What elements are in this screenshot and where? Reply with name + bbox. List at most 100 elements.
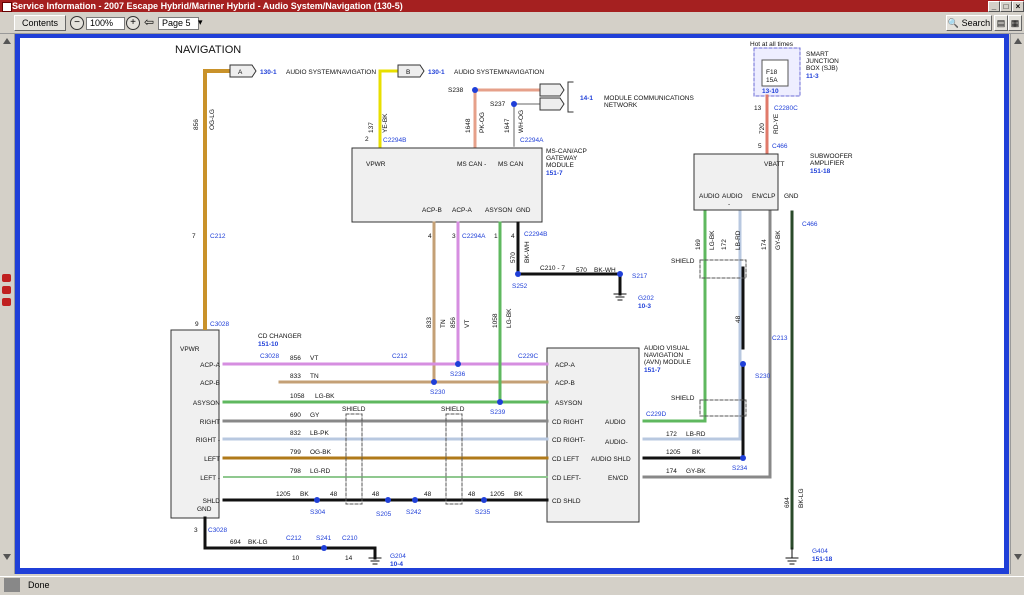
wire-570-bkwh bbox=[516, 221, 622, 296]
tools-icon[interactable]: ▦ bbox=[1008, 15, 1022, 31]
sub-label-1: SUBWOOFER bbox=[810, 153, 853, 160]
s238-label: S238 bbox=[448, 87, 464, 94]
search-label: Search bbox=[961, 18, 991, 28]
wiring-diagram: NAVIGATION A 130-1 AUDIO SYSTEM/NAVIGATI… bbox=[20, 38, 1004, 568]
page-dropdown-icon[interactable]: ▾ bbox=[198, 17, 203, 27]
shield-label-2: SHIELD bbox=[441, 406, 465, 413]
wire-lbrd2-color: LB-RD bbox=[735, 230, 742, 250]
s304-label: S304 bbox=[310, 509, 326, 516]
toolbar: Contents − 100% + ⇦ Page 5 ▾ 🔍 Search ▤ … bbox=[0, 12, 1024, 34]
conn-a-ref: 130-1 bbox=[260, 69, 277, 76]
wire-856-num: 856 bbox=[193, 119, 200, 130]
wire-720-num: 720 bbox=[759, 123, 766, 134]
c210-label: C210 - 7 bbox=[540, 265, 565, 272]
wire-gybk-color: GY-BK bbox=[686, 468, 706, 475]
c2294b-top: C2294B bbox=[383, 137, 407, 144]
right-scrollbar[interactable] bbox=[1010, 34, 1024, 574]
cd-asyson: ASYSON bbox=[193, 400, 220, 407]
wire-856b-num: 856 bbox=[450, 317, 457, 328]
gateway-module-box bbox=[351, 147, 543, 223]
avn-name-1: AUDIO VISUAL bbox=[644, 345, 690, 352]
avn-cdleft: CD LEFT bbox=[552, 456, 579, 463]
sub-ref: 151-18 bbox=[810, 168, 831, 175]
row-1205: 1205 bbox=[276, 491, 291, 498]
nav-marker-icon[interactable] bbox=[2, 298, 11, 306]
scroll-down-icon[interactable] bbox=[3, 554, 11, 560]
wire-172-num: 172 bbox=[666, 431, 677, 438]
wire-174-num: 174 bbox=[666, 468, 677, 475]
gw-pin-3: 3 bbox=[452, 233, 456, 240]
back-arrow-icon[interactable]: ⇦ bbox=[144, 15, 155, 29]
row-48: 48 bbox=[330, 491, 338, 498]
scroll-down-icon[interactable] bbox=[1014, 554, 1022, 560]
s230-label: S230 bbox=[430, 389, 446, 396]
wire-lbrd-color: LB-RD bbox=[686, 431, 706, 438]
splice-s304 bbox=[314, 497, 320, 503]
window-title: Service Information - 2007 Escape Hybrid… bbox=[12, 1, 403, 11]
gw-mscan: MS CAN bbox=[498, 161, 524, 168]
splice-s242 bbox=[412, 497, 418, 503]
page-select[interactable]: Page 5 bbox=[158, 17, 199, 30]
splice-s217 bbox=[617, 271, 623, 277]
row-lgbk: LG-BK bbox=[315, 393, 335, 400]
g404-ref: 151-18 bbox=[812, 556, 833, 563]
scroll-up-icon[interactable] bbox=[1014, 38, 1022, 44]
wire-lgbk-color: LG-BK bbox=[506, 308, 513, 328]
row-48-d: 48 bbox=[468, 491, 476, 498]
nav-marker-icon[interactable] bbox=[2, 274, 11, 282]
contents-button[interactable]: Contents bbox=[14, 15, 66, 31]
wire-169-lgbk bbox=[642, 210, 707, 423]
app-icon bbox=[2, 2, 12, 12]
c213-label: C213 bbox=[772, 335, 788, 342]
row-lbpk: LB-PK bbox=[310, 430, 329, 437]
sjb-label-3: BOX (SJB) bbox=[806, 65, 838, 72]
wire-694-bklg-cd bbox=[203, 516, 377, 560]
gw-name-1: MS-CAN/ACP bbox=[546, 148, 587, 155]
row-c212: C212 bbox=[392, 353, 408, 360]
avn-cdright-minus: CD RIGHT- bbox=[552, 437, 585, 444]
g204-label: G204 bbox=[390, 553, 406, 560]
wire-570-num: 570 bbox=[510, 252, 517, 263]
avn-cdleft-minus: CD LEFT- bbox=[552, 475, 581, 482]
avn-encd: EN/CD bbox=[608, 475, 629, 482]
mcn-text-2: NETWORK bbox=[604, 102, 638, 109]
zoom-out-icon[interactable]: − bbox=[70, 16, 84, 30]
gw-asyson: ASYSON bbox=[485, 207, 512, 214]
avn-name-3: (AVN) MODULE bbox=[644, 359, 691, 366]
zoom-select[interactable]: 100% bbox=[86, 17, 125, 30]
sub-label-2: AMPLIFIER bbox=[810, 160, 845, 167]
cd-right-minus: RIGHT - bbox=[196, 437, 220, 444]
splice-s239 bbox=[497, 399, 503, 405]
s242-label: S242 bbox=[406, 509, 422, 516]
s241-label: S241 bbox=[316, 535, 332, 542]
row-c3028: C3028 bbox=[260, 353, 280, 360]
wire-1647-whog bbox=[513, 103, 541, 147]
conn-b-ref: 130-1 bbox=[428, 69, 445, 76]
avn-name-2: NAVIGATION bbox=[644, 352, 683, 359]
fuse-label-2: 15A bbox=[766, 77, 778, 84]
nav-marker-icon[interactable] bbox=[2, 286, 11, 294]
wire-rdye-color: RD-YE bbox=[773, 113, 780, 134]
zoom-in-icon[interactable]: + bbox=[126, 16, 140, 30]
minimize-button[interactable]: _ bbox=[988, 1, 1000, 12]
close-button[interactable]: × bbox=[1012, 1, 1024, 12]
scroll-up-icon[interactable] bbox=[3, 38, 11, 44]
wire-694-b: 694 bbox=[230, 539, 241, 546]
wire-lgbk2-color: LG-BK bbox=[709, 230, 716, 250]
wire-pkog-color: PK-OG bbox=[479, 112, 486, 133]
conn-a-text: AUDIO SYSTEM/NAVIGATION bbox=[286, 69, 376, 76]
c229d-label: C229D bbox=[646, 411, 667, 418]
splice-s236 bbox=[455, 361, 461, 367]
wire-833-tn bbox=[278, 221, 436, 384]
maximize-button[interactable]: □ bbox=[1000, 1, 1012, 12]
splice-s241 bbox=[321, 545, 327, 551]
pin-3-bottom: 3 bbox=[194, 527, 198, 534]
gw-c2294a: C2294A bbox=[462, 233, 486, 240]
print-icon[interactable]: ▤ bbox=[994, 15, 1008, 31]
wire-833-num: 833 bbox=[426, 317, 433, 328]
search-button[interactable]: 🔍 Search bbox=[946, 15, 992, 31]
splice-s230-right bbox=[740, 361, 746, 367]
wire-bk-color: BK bbox=[692, 449, 701, 456]
s235-label: S235 bbox=[475, 509, 491, 516]
wire-1647-num: 1647 bbox=[504, 118, 511, 133]
